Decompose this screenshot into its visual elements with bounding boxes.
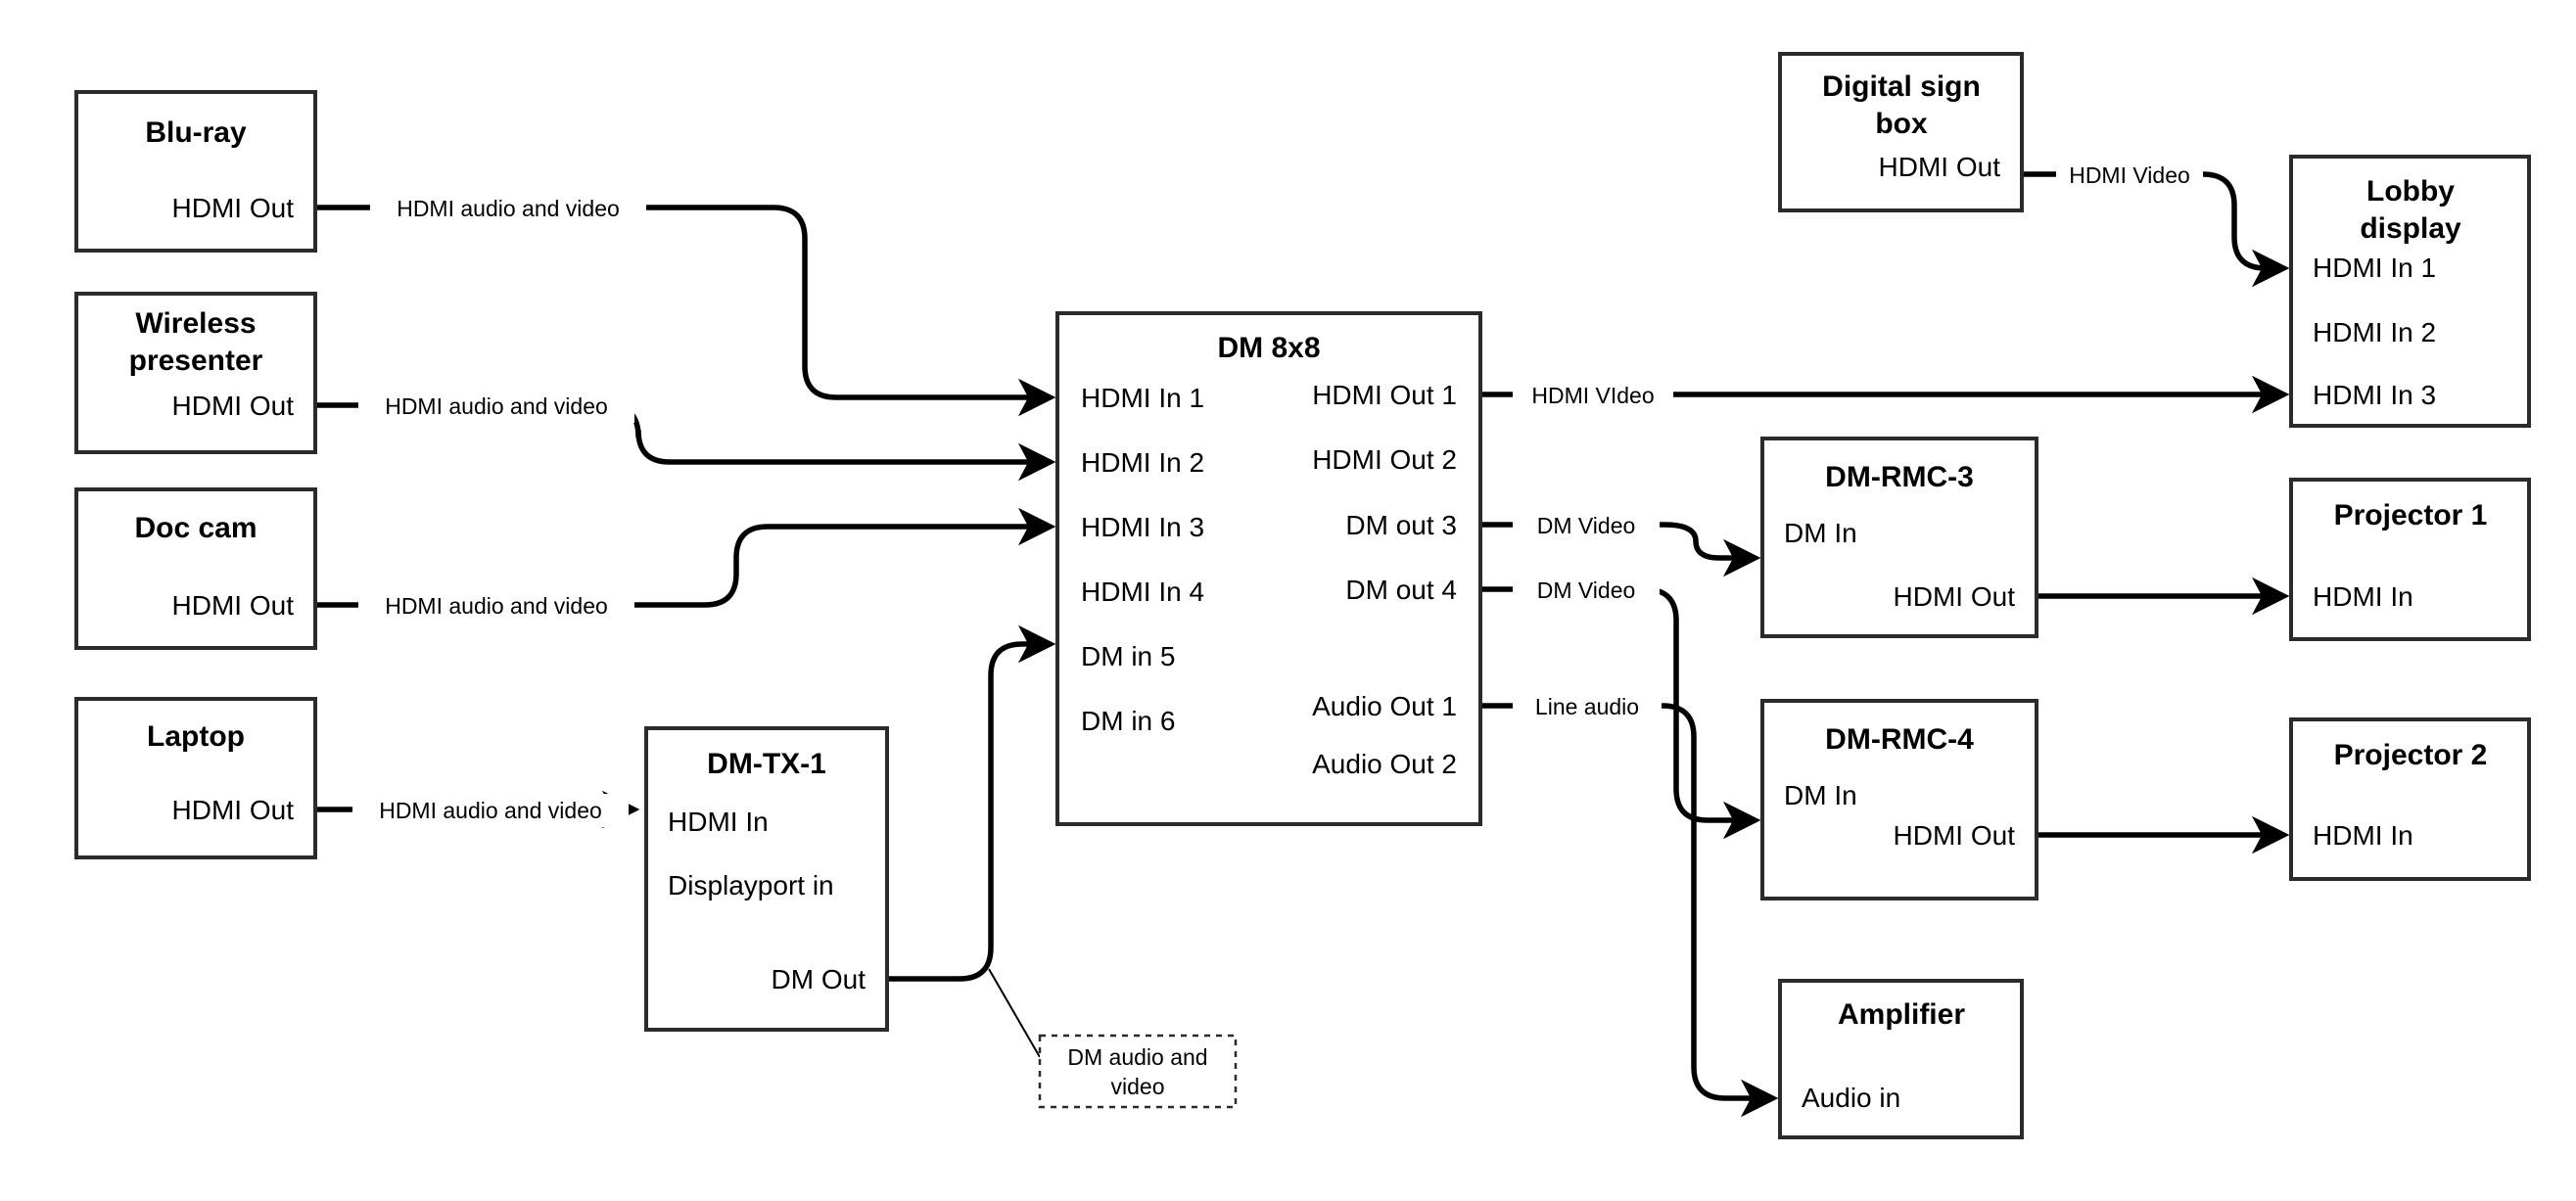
edge-label-laptop-to-dmtx1: HDMI audio and video xyxy=(379,798,602,823)
node-dm-tx-1-port-displayport-in: Displayport in xyxy=(668,870,834,901)
callout-dm-audio-and-video: DM audio and video xyxy=(1038,1034,1238,1109)
node-laptop[interactable]: Laptop HDMI Out xyxy=(74,697,317,859)
node-dm-tx-1[interactable]: DM-TX-1 HDMI In Displayport in DM Out xyxy=(644,726,889,1032)
node-wireless-presenter[interactable]: Wireless presenter HDMI Out xyxy=(74,292,317,454)
node-projector-1-port-hdmi-in: HDMI In xyxy=(2313,581,2413,612)
node-bluray-port-hdmi-out: HDMI Out xyxy=(172,193,295,223)
callout-dm-audio-and-video-line2: video xyxy=(1111,1074,1165,1099)
node-dm-8x8-input-hdmi-in-1: HDMI In 1 xyxy=(1081,383,1204,413)
node-dm-rmc-3-port-hdmi-out: HDMI Out xyxy=(1894,581,2016,612)
node-amplifier-title: Amplifier xyxy=(1838,998,1965,1031)
link-bluray-to-hdmi-in-1 xyxy=(315,205,1056,417)
node-dm-8x8-output-hdmi-out-1: HDMI Out 1 xyxy=(1312,380,1457,410)
link-audio-out-1-to-amplifier xyxy=(1480,703,1779,1118)
node-digital-sign-box-title-line2: box xyxy=(1875,108,1928,140)
link-doccam-to-hdmi-in-3 xyxy=(315,507,1056,608)
node-dm-rmc-3[interactable]: DM-RMC-3 DM In HDMI Out xyxy=(1760,437,2038,638)
node-amplifier[interactable]: Amplifier Audio in xyxy=(1778,979,2024,1139)
node-dm-8x8-input-dm-in-5: DM in 5 xyxy=(1081,641,1175,671)
node-bluray-title: Blu-ray xyxy=(145,116,247,149)
node-dm-rmc-4-port-dm-in: DM In xyxy=(1784,780,1857,810)
node-dm-rmc-4-title: DM-RMC-4 xyxy=(1825,723,1974,756)
edge-label-bluray-to-hdmi-in-1: HDMI audio and video xyxy=(397,196,620,221)
edge-label-doccam-to-hdmi-in-3: HDMI audio and video xyxy=(385,593,608,619)
edge-label-dm-out-3-to-dmrmc3: DM Video xyxy=(1537,513,1636,538)
node-lobby-display-input-hdmi-in-3: HDMI In 3 xyxy=(2313,380,2436,410)
node-wireless-presenter-title-line2: presenter xyxy=(129,345,263,377)
node-bluray[interactable]: Blu-ray HDMI Out xyxy=(74,90,317,253)
node-wireless-presenter-port-hdmi-out: HDMI Out xyxy=(172,391,295,421)
node-dm-rmc-3-title: DM-RMC-3 xyxy=(1825,461,1974,493)
link-dmtx1-to-dm-in-5 xyxy=(887,624,1056,982)
node-lobby-display-input-hdmi-in-1: HDMI In 1 xyxy=(2313,253,2436,283)
node-projector-2-port-hdmi-in: HDMI In xyxy=(2313,820,2413,851)
edge-label-digitalsign-to-lobby: HDMI Video xyxy=(2069,162,2190,188)
node-dm-8x8-output-dm-out-4: DM out 4 xyxy=(1345,575,1457,605)
link-digitalsign-to-lobby-hdmi-in-1 xyxy=(2022,171,2290,288)
node-wireless-presenter-title-line1: Wireless xyxy=(135,307,256,340)
node-laptop-title: Laptop xyxy=(147,720,245,753)
node-amplifier-port-audio-in: Audio in xyxy=(1802,1083,1900,1113)
node-lobby-display-input-hdmi-in-2: HDMI In 2 xyxy=(2313,317,2436,347)
node-dm-8x8-output-hdmi-out-2: HDMI Out 2 xyxy=(1312,444,1457,475)
node-dm-8x8-title: DM 8x8 xyxy=(1217,332,1320,364)
node-lobby-display-title-line2: display xyxy=(2360,212,2461,245)
edge-label-layer: HDMI audio and video HDMI audio and vide… xyxy=(352,159,2203,827)
node-dm-tx-1-title: DM-TX-1 xyxy=(707,748,826,780)
node-digital-sign-box-title-line1: Digital sign xyxy=(1822,70,1981,103)
node-digital-sign-box[interactable]: Digital sign box HDMI Out xyxy=(1778,52,2024,212)
node-dm-8x8-input-hdmi-in-2: HDMI In 2 xyxy=(1081,447,1204,478)
node-dm-8x8-input-dm-in-6: DM in 6 xyxy=(1081,706,1175,736)
node-dm-rmc-4[interactable]: DM-RMC-4 DM In HDMI Out xyxy=(1760,699,2038,901)
edge-label-wireless-to-hdmi-in-2: HDMI audio and video xyxy=(385,393,608,419)
node-dm-8x8-input-hdmi-in-3: HDMI In 3 xyxy=(1081,512,1204,542)
node-dm-8x8-output-audio-out-2: Audio Out 2 xyxy=(1312,749,1457,779)
node-lobby-display-title-line1: Lobby xyxy=(2366,175,2455,208)
node-laptop-port-hdmi-out: HDMI Out xyxy=(172,795,295,825)
node-dm-8x8-output-audio-out-1: Audio Out 1 xyxy=(1312,691,1457,721)
node-doc-cam[interactable]: Doc cam HDMI Out xyxy=(74,487,317,650)
node-dm-8x8-output-dm-out-3: DM out 3 xyxy=(1345,510,1457,540)
node-projector-2[interactable]: Projector 2 HDMI In xyxy=(2289,717,2531,881)
edge-label-hdmi-out-1-to-lobby: HDMI VIdeo xyxy=(1531,383,1654,408)
edge-label-dm-out-4-to-dmrmc4: DM Video xyxy=(1537,577,1636,603)
node-digital-sign-box-port-hdmi-out: HDMI Out xyxy=(1879,152,2001,182)
node-dm-rmc-3-port-dm-in: DM In xyxy=(1784,518,1857,548)
node-doc-cam-port-hdmi-out: HDMI Out xyxy=(172,590,295,621)
node-dm-8x8-input-hdmi-in-4: HDMI In 4 xyxy=(1081,577,1204,607)
node-dm-rmc-4-port-hdmi-out: HDMI Out xyxy=(1894,820,2016,851)
node-projector-2-title: Projector 2 xyxy=(2334,739,2488,771)
node-dm-tx-1-port-dm-out: DM Out xyxy=(772,964,866,994)
node-dm-8x8[interactable]: DM 8x8 HDMI In 1 HDMI In 2 HDMI In 3 HDM… xyxy=(1055,311,1482,826)
node-projector-1[interactable]: Projector 1 HDMI In xyxy=(2289,478,2531,641)
node-dm-tx-1-port-hdmi-in: HDMI In xyxy=(668,807,769,837)
link-dm-out-3-to-dmrmc3 xyxy=(1480,522,1761,577)
node-doc-cam-title: Doc cam xyxy=(134,512,257,544)
edge-label-audio-out-1-to-amplifier: Line audio xyxy=(1535,694,1639,719)
node-lobby-display[interactable]: Lobby display HDMI In 1 HDMI In 2 HDMI I… xyxy=(2289,155,2531,428)
node-projector-1-title: Projector 1 xyxy=(2334,499,2488,531)
leader-dm-audio-and-video-callout xyxy=(988,968,1041,1058)
callout-dm-audio-and-video-line1: DM audio and xyxy=(1067,1044,1207,1070)
